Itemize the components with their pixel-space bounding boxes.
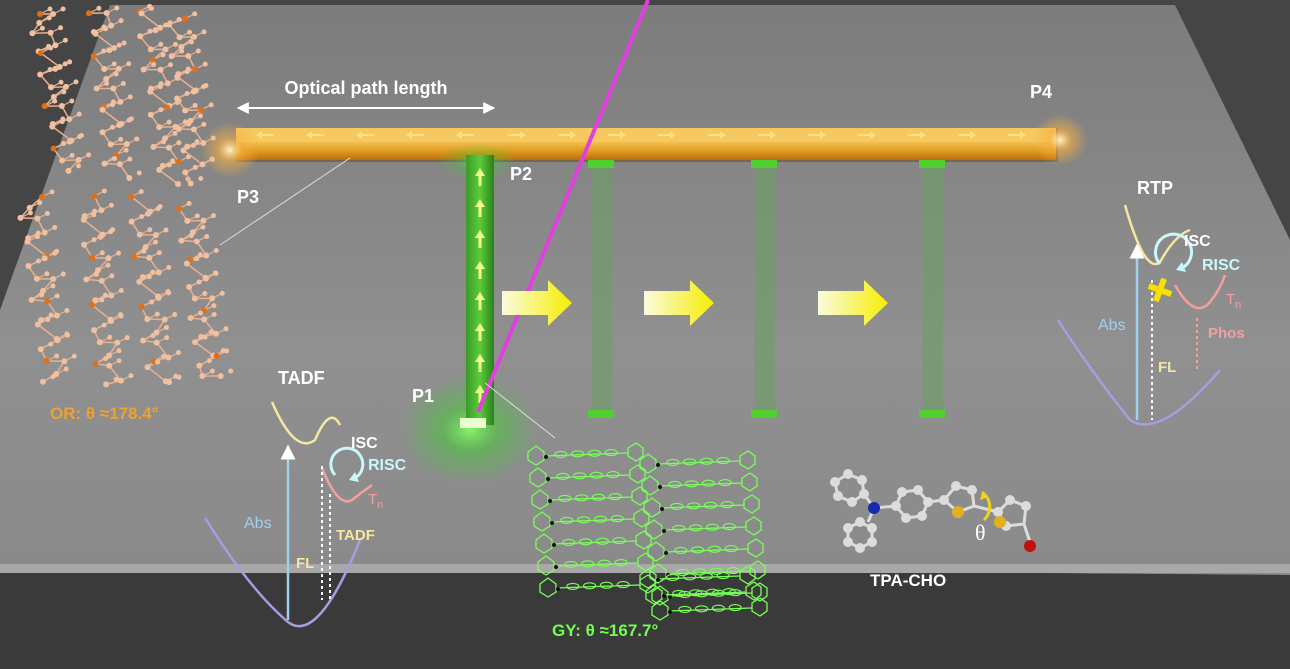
gy-molecule [531,486,648,510]
wire-flow-arrow [356,131,374,139]
label-p4: P4 [1030,82,1052,102]
wire-flow-arrow [406,131,424,139]
gy-molecule [537,552,654,576]
tadf-tn: Tn [368,491,383,511]
orange-wire-arrows [256,131,1026,139]
tadf-risc: RISC [368,457,407,474]
wire-flow-arrow [475,385,485,403]
gy-molecule [651,597,768,621]
tadf-tadf-label: TADF [336,527,375,544]
rtp-title: RTP [1137,178,1173,198]
wire-flow-arrow [708,131,726,139]
p3-glow [200,122,260,178]
wire-flow-arrow [475,323,485,341]
wire-flow-arrow [908,131,926,139]
wire-flow-arrow [958,131,976,139]
gy-theta-label: GY: θ ≈167.7° [552,621,658,640]
or-molecule-stack [128,189,182,386]
gy-molecule [647,538,764,562]
gy-molecule [535,530,652,554]
wire-flow-arrow [475,261,485,279]
label-p3: P3 [237,187,259,207]
theta-symbol: θ [975,520,986,545]
gy-molecule [533,508,650,532]
tadf-abs: Abs [244,515,272,532]
tpa-cho-molecule [830,469,1036,553]
wire-flow-arrow [475,292,485,310]
gy-molecule [645,516,762,540]
p1-glow [400,375,540,485]
label-p1: P1 [412,386,434,406]
substrate-front-edge [0,565,1290,669]
or-molecule-stack [80,188,134,388]
wire-flow-arrow [758,131,776,139]
rtp-phos: Phos [1208,325,1245,342]
wire-flow-arrow [858,131,876,139]
optical-path-label: Optical path length [284,78,447,98]
wire-flow-arrow [508,131,526,139]
wire-flow-arrow [256,131,274,139]
rtp-abs: Abs [1098,317,1126,334]
substrate-edge-line [0,564,1290,573]
wire-flow-arrow [306,131,324,139]
or-molecule-stack [166,11,216,187]
or-molecule-stack [176,200,234,380]
wire-flow-arrow [808,131,826,139]
label-p2: P2 [510,164,532,184]
tadf-energy-diagram [203,401,373,628]
wire-flow-arrow [456,131,474,139]
or-molecule-stack [85,5,142,181]
gy-molecule [639,565,756,589]
or-crystal-packing [17,3,234,388]
or-molecule-stack [17,189,77,385]
wire-flow-arrow [475,354,485,372]
orange-wire [236,128,1058,162]
wire-flow-arrow [475,168,485,186]
rtp-energy-diagram [1056,204,1227,426]
wire-flow-arrow [475,230,485,248]
laser-beam [476,0,650,413]
tadf-isc: ISC [351,435,378,452]
transfer-arrow-3 [818,280,888,326]
gy-crystal-packing [527,442,768,621]
transfer-arrow-1 [502,280,572,326]
wire-flow-arrow [658,131,676,139]
wire-flow-arrow [475,199,485,217]
green-wire-faded-2 [751,160,777,418]
tpa-cho-label: TPA-CHO [870,571,946,590]
or-molecule-stack [136,3,192,187]
gy-molecule [645,581,762,605]
gy-molecule [643,494,760,518]
gy-molecule [639,450,756,474]
rtp-isc: ISC [1184,233,1211,250]
gy-molecule [529,464,646,488]
tadf-title: TADF [278,368,325,388]
p4-glow [1032,114,1088,166]
wire-flow-arrow [1008,131,1026,139]
gy-molecule [527,442,644,466]
transfer-arrow-2 [644,280,714,326]
or-theta-label: OR: θ ≈178.4° [50,404,159,423]
connector-or [219,157,351,246]
green-wire-faded-3 [919,160,945,418]
green-wire-faded-1 [588,160,614,418]
gy-molecule [539,574,656,598]
rtp-fl: FL [1158,359,1176,376]
green-wire-active [460,155,494,428]
connector-gy [484,382,556,439]
gy-molecule [641,472,758,496]
green-wire-arrows [475,168,485,403]
wire-flow-arrow [558,131,576,139]
rtp-risc: RISC [1202,257,1241,274]
tadf-fl: FL [296,555,314,572]
rtp-tn: Tn [1226,291,1241,311]
or-molecule-stack [29,6,92,174]
wire-flow-arrow [608,131,626,139]
